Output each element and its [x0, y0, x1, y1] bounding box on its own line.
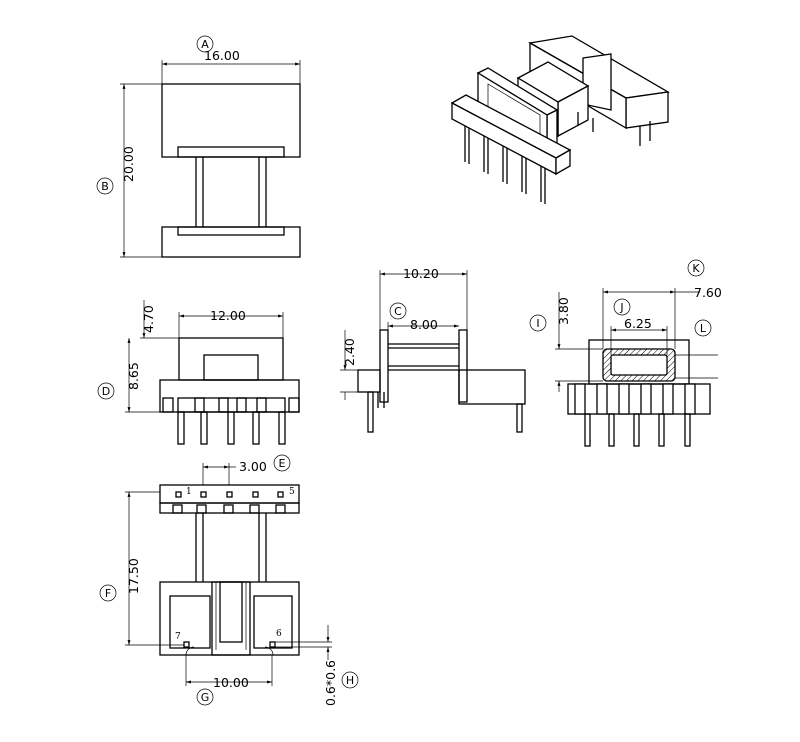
callout-e: E: [279, 457, 286, 470]
callout-h: H: [346, 674, 354, 687]
dim-pin-size: 0.6*0.6 H: [275, 625, 359, 706]
dim-10-00-label: 10.00: [213, 675, 249, 690]
dim-3-00-label: 3.00: [239, 459, 267, 474]
callout-a: A: [201, 38, 209, 51]
isometric-view: [450, 35, 670, 204]
pin-label-7: 7: [175, 632, 181, 642]
dim-8-65-label: 8.65: [126, 362, 141, 390]
dim-length-17-50: 17.50 F: [99, 491, 184, 646]
callout-g: G: [201, 691, 210, 704]
callout-k: K: [692, 262, 700, 275]
dim-pitch-3-00: 3.00 E: [202, 454, 291, 485]
dim-2-40-label: 2.40: [342, 338, 357, 366]
dim-8-00-label: 8.00: [410, 317, 438, 332]
dim-b-label: 20.00: [121, 146, 136, 182]
end-view: [567, 339, 711, 447]
dim-width-7-60: 7.60 K: [602, 259, 722, 349]
dim-3-80-label: 3.80: [556, 297, 571, 325]
dim-b-height: 20.00 B: [96, 83, 162, 258]
side-view: [357, 329, 526, 433]
bottom-view: 1 5 7 6: [159, 484, 300, 656]
callout-c: C: [394, 305, 402, 318]
dim-width-6-25: 6.25 J L: [610, 298, 718, 379]
dim-7-60-label: 7.60: [694, 285, 722, 300]
callout-f: F: [105, 587, 111, 600]
front-view: [159, 337, 300, 445]
dim-12-label: 12.00: [210, 308, 246, 323]
dim-height-8-65: 8.65 D: [97, 338, 160, 413]
top-view: [161, 83, 301, 258]
callout-d: D: [102, 385, 110, 398]
dim-6-25-label: 6.25: [624, 316, 652, 331]
dim-height-3-80: 3.80 I: [529, 292, 603, 392]
callout-b: B: [101, 180, 109, 193]
dim-width-12: 12.00: [178, 308, 284, 338]
dim-length-10-20: 10.20: [379, 266, 468, 330]
dim-length-8-00: 8.00 C: [387, 302, 459, 332]
dim-pin-size-label: 0.6*0.6: [323, 660, 338, 706]
dim-17-50-label: 17.50: [126, 558, 141, 594]
pin-label-6: 6: [276, 629, 282, 639]
callout-j: J: [619, 301, 623, 314]
pin-label-5: 5: [289, 487, 295, 497]
pin-label-1: 1: [186, 487, 192, 497]
dim-4-70-label: 4.70: [141, 305, 156, 333]
callout-l: L: [700, 322, 707, 335]
dim-10-20-label: 10.20: [403, 266, 439, 281]
dim-a-label: 16.00: [204, 48, 240, 63]
dim-height-2-40: 2.40: [340, 330, 358, 400]
callout-i: I: [536, 317, 539, 330]
dim-span-10-00: 10.00 G: [185, 655, 273, 706]
dim-a-width: 16.00 A: [161, 35, 301, 84]
dim-height-4-70: 4.70: [140, 300, 179, 339]
